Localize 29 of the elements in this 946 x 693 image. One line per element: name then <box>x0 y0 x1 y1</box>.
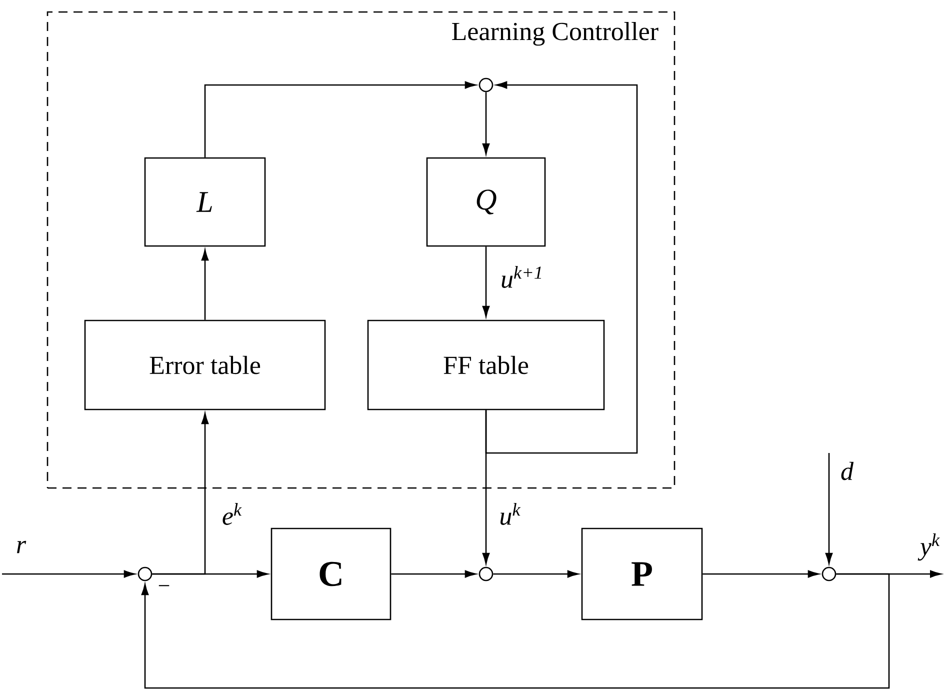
block-box: P <box>581 528 703 620</box>
block-box: C <box>270 528 392 620</box>
arrow <box>391 570 476 578</box>
arrow <box>825 453 833 564</box>
summing-junction <box>822 566 836 582</box>
arrow <box>482 92 490 155</box>
edge-label: r <box>17 540 26 554</box>
arrow <box>482 246 490 318</box>
arrow <box>204 81 476 158</box>
arrow <box>201 249 209 320</box>
summing-junction <box>478 566 494 582</box>
arrow <box>141 573 890 689</box>
edge-label: e$^{k}$ <box>222 503 242 525</box>
summing-junction <box>138 566 152 582</box>
table-box: FF table <box>367 320 605 410</box>
edge-label: u$^{k}$ <box>500 503 521 525</box>
edge-label: d <box>841 462 854 480</box>
minus-sign: − <box>158 585 170 586</box>
block-box: L <box>144 157 266 247</box>
arrow <box>152 412 209 575</box>
edge-label: u$^{k+1}$ <box>502 266 542 288</box>
arrow <box>702 570 820 578</box>
edge-label: y$^{k}$ <box>918 533 940 561</box>
arrow <box>493 570 579 578</box>
arrow <box>485 81 638 454</box>
table-box: Error table <box>84 320 326 410</box>
block-box: Q <box>426 157 546 247</box>
summing-junction <box>478 78 494 92</box>
arrow <box>2 570 136 578</box>
